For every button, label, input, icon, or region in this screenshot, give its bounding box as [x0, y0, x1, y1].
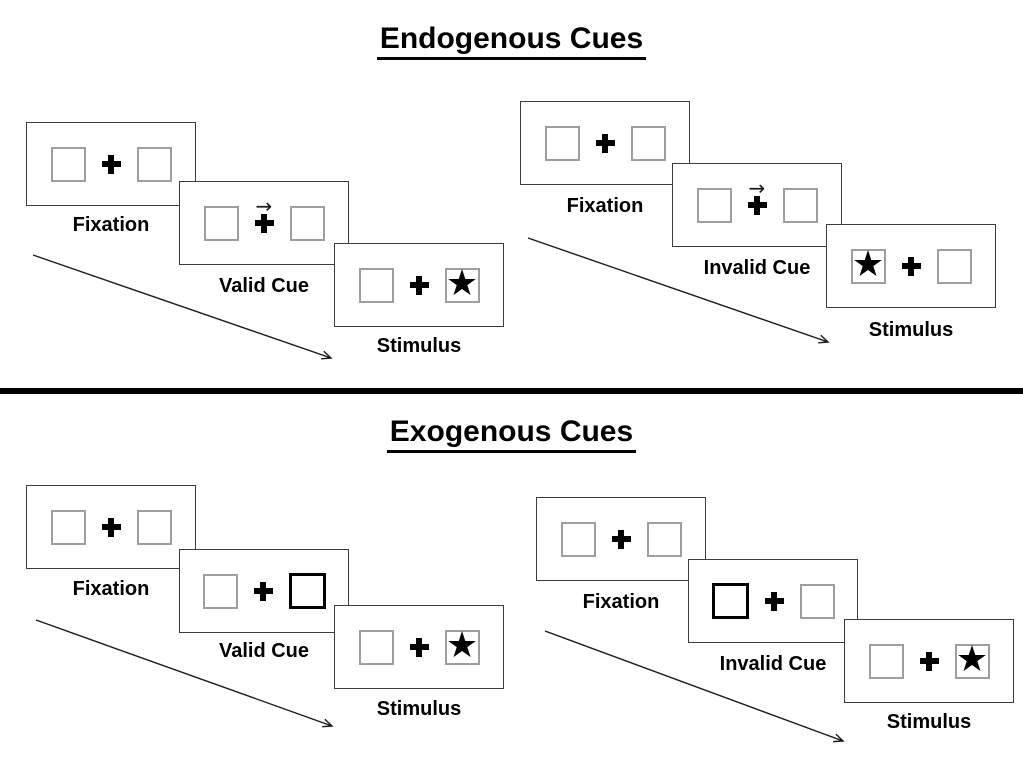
right-target-box: ★ — [444, 262, 480, 304]
fixation-cross-icon — [253, 581, 273, 601]
exogenous-section-title: Exogenous Cues — [0, 415, 1023, 453]
fixation-cross-icon — [901, 256, 921, 276]
stimulus-panel: ★ — [334, 605, 504, 689]
fixation-label: Fixation — [582, 591, 660, 613]
left-placeholder-box — [358, 267, 394, 303]
fixation-panel — [26, 122, 196, 206]
left-highlighted-cue-box — [711, 583, 749, 619]
left-placeholder-box — [50, 509, 86, 545]
left-placeholder-box — [203, 205, 239, 241]
endogenous-invalid-sequence-arrow — [527, 237, 830, 344]
stimulus-label: Stimulus — [886, 711, 972, 733]
stimulus-label: Stimulus — [376, 698, 462, 720]
right-placeholder-box — [646, 521, 682, 557]
right-placeholder-box — [289, 205, 325, 241]
stimulus-panel: ★ — [844, 619, 1014, 703]
left-placeholder-box — [560, 521, 596, 557]
right-target-box: ★ — [954, 638, 990, 680]
exogenous-title-text: Exogenous Cues — [386, 415, 637, 453]
endogenous-title-text: Endogenous Cues — [376, 22, 647, 60]
fixation-cross-icon — [611, 529, 631, 549]
star-stimulus-icon: ★ — [851, 243, 885, 285]
invalid-cue-label: Invalid Cue — [703, 257, 811, 279]
right-arrow-cue-icon: → — [255, 193, 273, 218]
star-stimulus-icon: ★ — [955, 638, 989, 680]
fixation-cross-icon: → — [254, 196, 274, 233]
left-placeholder-box — [868, 643, 904, 679]
exogenous-valid-sequence-arrow — [35, 619, 334, 728]
stimulus-panel: ★ — [826, 224, 996, 308]
fixation-label: Fixation — [72, 578, 150, 600]
left-target-box: ★ — [850, 243, 886, 285]
right-arrow-cue-icon: → — [748, 175, 766, 200]
stimulus-label: Stimulus — [868, 319, 954, 341]
invalid-cue-panel — [688, 559, 858, 643]
fixation-cross-icon — [764, 591, 784, 611]
fixation-label: Fixation — [566, 195, 644, 217]
valid-cue-panel: → — [179, 181, 349, 265]
valid-cue-label: Valid Cue — [218, 275, 310, 297]
valid-cue-panel — [179, 549, 349, 633]
right-placeholder-box — [630, 125, 666, 161]
right-placeholder-box — [136, 509, 172, 545]
fixation-cross-icon — [595, 133, 615, 153]
fixation-panel — [536, 497, 706, 581]
fixation-cross-icon — [409, 637, 429, 657]
right-placeholder-box — [936, 248, 972, 284]
fixation-cross-icon — [101, 154, 121, 174]
right-highlighted-cue-box — [288, 573, 326, 609]
fixation-panel — [520, 101, 690, 185]
fixation-cross-icon — [101, 517, 121, 537]
right-placeholder-box — [136, 146, 172, 182]
invalid-cue-panel: → — [672, 163, 842, 247]
valid-cue-label: Valid Cue — [218, 640, 310, 662]
fixation-cross-icon: → — [747, 178, 767, 215]
left-placeholder-box — [358, 629, 394, 665]
right-placeholder-box — [799, 583, 835, 619]
endogenous-valid-sequence-arrow — [32, 254, 333, 360]
left-placeholder-box — [544, 125, 580, 161]
section-divider — [0, 388, 1023, 394]
star-stimulus-icon: ★ — [445, 262, 479, 304]
fixation-cross-icon — [409, 275, 429, 295]
left-placeholder-box — [202, 573, 238, 609]
fixation-cross-icon — [919, 651, 939, 671]
right-placeholder-box — [782, 187, 818, 223]
fixation-panel — [26, 485, 196, 569]
fixation-label: Fixation — [72, 214, 150, 236]
exogenous-invalid-sequence-arrow — [544, 630, 845, 743]
left-placeholder-box — [50, 146, 86, 182]
stimulus-label: Stimulus — [376, 335, 462, 357]
stimulus-panel: ★ — [334, 243, 504, 327]
left-placeholder-box — [696, 187, 732, 223]
right-target-box: ★ — [444, 624, 480, 666]
invalid-cue-label: Invalid Cue — [719, 653, 827, 675]
endogenous-section-title: Endogenous Cues — [0, 22, 1023, 60]
star-stimulus-icon: ★ — [445, 624, 479, 666]
